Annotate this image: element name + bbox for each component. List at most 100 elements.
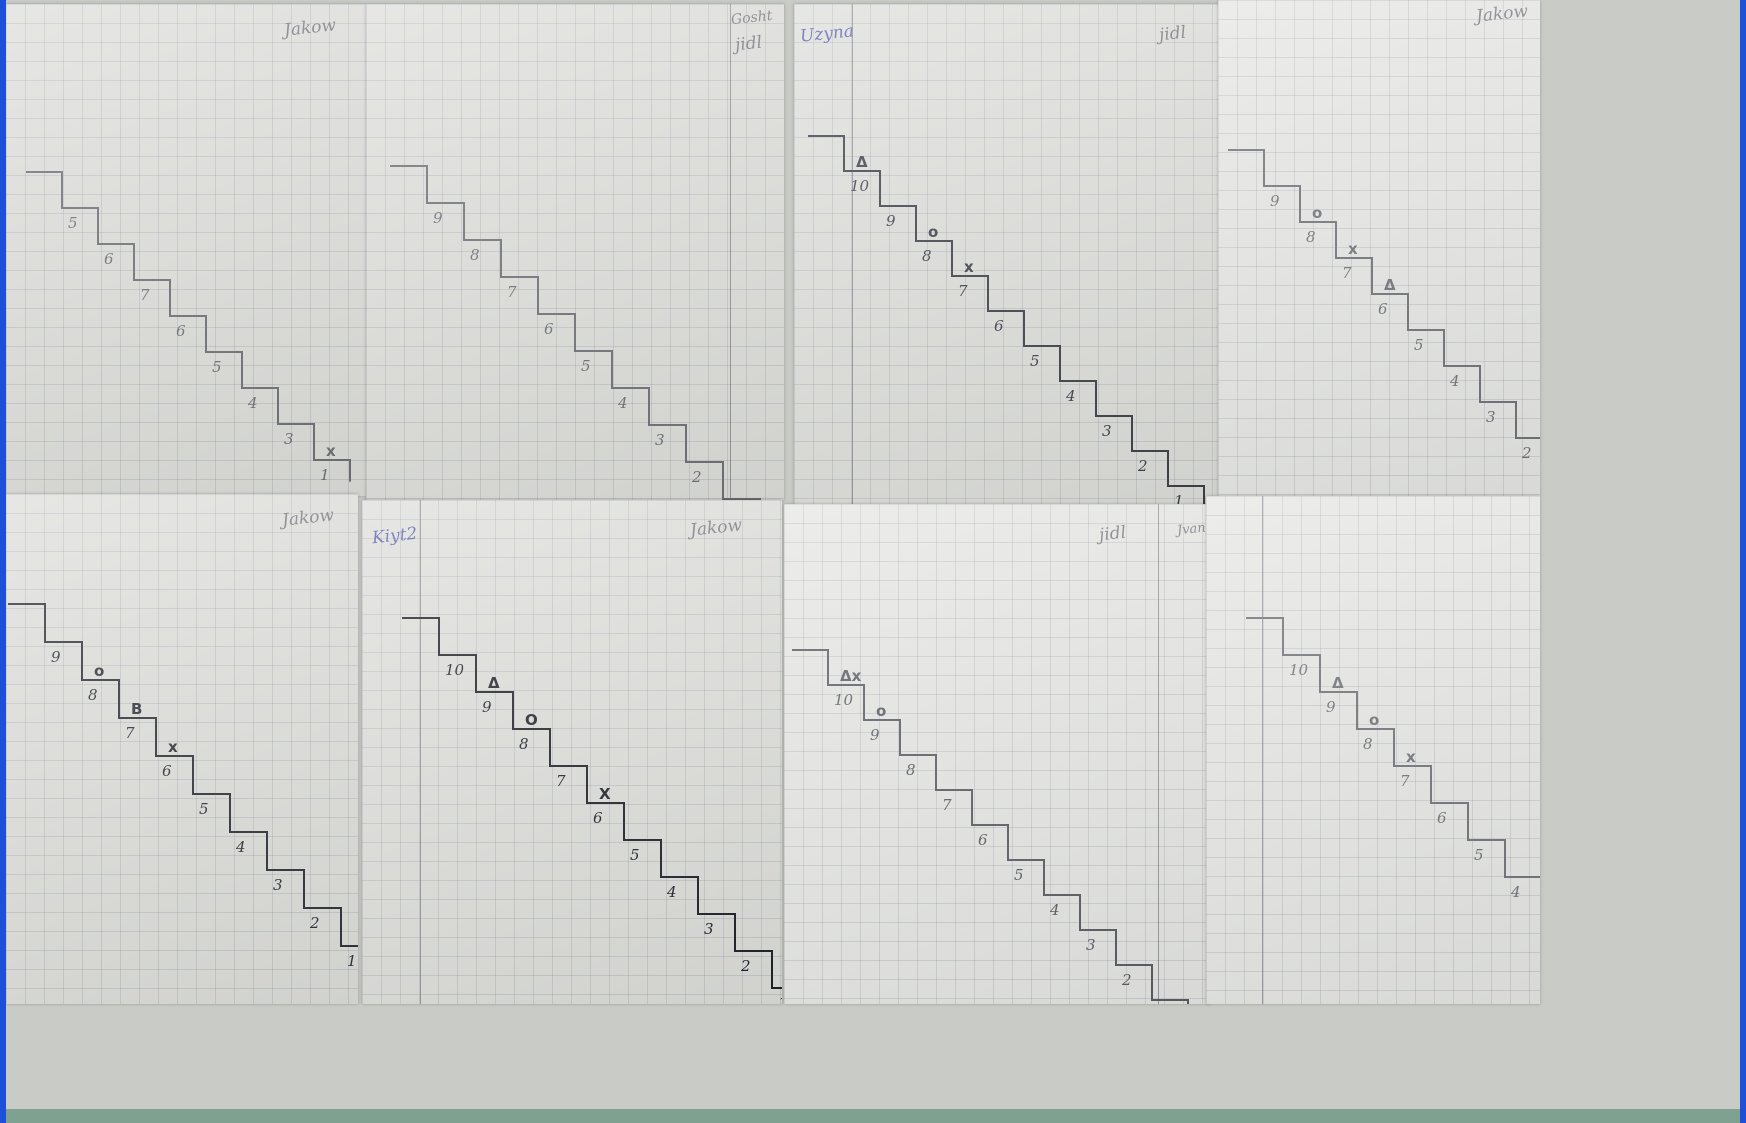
step-number: 8 [922, 247, 932, 265]
staircase-sheet-6: Kiyt2 Jakow 10987654321ΔOX [362, 500, 782, 1004]
step-number: 10 [850, 177, 870, 195]
step-number: 6 [593, 809, 603, 827]
step-number: 5 [1014, 866, 1024, 884]
step-number: 9 [433, 209, 443, 227]
staircase-drawing: 9 8 7 6 5 4 3 2 1 oBx [6, 494, 358, 1004]
step-number: 7 [140, 286, 150, 304]
staircase-drawing: 109876543Δox [1206, 496, 1540, 1004]
step-number: 6 [104, 250, 114, 268]
step-number: 3 [284, 430, 294, 448]
step-number: 9 [482, 698, 492, 716]
step-number: 4 [247, 394, 258, 412]
step-number: 3 [1102, 422, 1112, 440]
staircase-sheet-7: jidl Jvan 10987654321Δxo [784, 504, 1210, 1004]
step-number: 2 [1521, 444, 1532, 462]
step-number: 1 [347, 952, 357, 970]
step-number: 8 [470, 246, 480, 264]
step-number: 7 [1400, 772, 1410, 790]
step-number: 2 [691, 468, 702, 486]
staircase-drawing: 10 9 8 7 6 5 4 3 2 1 Δ O X [362, 500, 782, 1004]
step-number: 10 [445, 661, 465, 679]
step-number: 2 [740, 957, 751, 975]
step-number: 9 [886, 212, 896, 230]
step-symbol: Δ [1332, 674, 1344, 692]
table-edge [6, 1109, 1740, 1123]
step-number: 9 [870, 726, 880, 744]
staircase-drawing: 10 9 8 7 6 5 4 3 2 1 Δo x [794, 4, 1222, 504]
step-symbol: Δ [1384, 276, 1396, 294]
step-symbol: B [131, 700, 142, 718]
step-number: 10 [1289, 661, 1309, 679]
step-number: 9 [1270, 192, 1280, 210]
step-symbol: o [1369, 711, 1379, 729]
staircase-drawing: 987654321oxΔ [1218, 0, 1540, 496]
step-symbol: x [964, 258, 974, 276]
step-number: 9 [51, 648, 61, 666]
staircase-drawing: 10987654321Δxo [784, 504, 1210, 1004]
step-number: 2 [309, 914, 320, 932]
step-number: 7 [942, 796, 952, 814]
step-number: 7 [507, 283, 517, 301]
step-number: 4 [617, 394, 628, 412]
staircase-sheet-4: Jakow 987654321oxΔ [1218, 0, 1540, 496]
step-number: 1 [1174, 492, 1184, 504]
step-symbol: Δ [856, 153, 868, 171]
staircase-sheet-8: 109876543Δox [1206, 496, 1540, 1004]
step-symbol: o [94, 662, 104, 680]
step-symbol: Δx [840, 667, 862, 685]
step-number: 5 [199, 800, 209, 818]
step-number: 6 [994, 317, 1004, 335]
step-number: 6 [1437, 809, 1447, 827]
step-number: 5 [581, 357, 591, 375]
step-number: 8 [88, 686, 98, 704]
step-number: 5 [212, 358, 222, 376]
step-number: 5 [1030, 352, 1040, 370]
step-number: 5 [630, 846, 640, 864]
step-number: 3 [655, 431, 665, 449]
step-number: 4 [1449, 372, 1460, 390]
step-symbol: x [168, 738, 178, 756]
step-number: 4 [1049, 901, 1060, 919]
step-number: 9 [1326, 698, 1336, 716]
step-number: 7 [958, 282, 968, 300]
step-number: 3 [704, 920, 714, 938]
staircase-drawing: 5 6 7 6 5 4 3 1 x [6, 4, 366, 496]
step-number: 3 [273, 876, 283, 894]
step-number: 3 [1086, 936, 1096, 954]
step-number: 5 [68, 214, 78, 232]
step-symbol: x [1406, 748, 1416, 766]
step-number: 8 [1363, 735, 1373, 753]
step-number: 7 [556, 772, 566, 790]
step-number: 2 [1121, 971, 1132, 989]
step-symbol: X [599, 785, 611, 803]
step-number: 2 [1137, 457, 1148, 475]
step-number: 6 [978, 831, 988, 849]
step-number: 10 [834, 691, 854, 709]
staircase-line [390, 166, 760, 500]
step-number: 4 [235, 838, 246, 856]
step-number: 8 [906, 761, 916, 779]
step-number: 4 [1065, 387, 1076, 405]
step-symbol: o [1312, 204, 1322, 222]
step-number: 1 [320, 466, 330, 484]
step-number: 4 [666, 883, 677, 901]
step-symbol: Δ [488, 674, 500, 692]
step-number: 6 [162, 762, 172, 780]
step-number: 3 [1486, 408, 1496, 426]
step-number: 8 [519, 735, 529, 753]
step-number: 6 [1378, 300, 1388, 318]
step-number: 5 [1414, 336, 1424, 354]
step-number: 7 [125, 724, 135, 742]
step-symbol: O [525, 711, 538, 729]
step-symbol: o [928, 223, 938, 241]
step-symbol: x [326, 442, 336, 460]
step-number: 4 [1510, 883, 1521, 901]
step-number: 1 [778, 994, 782, 1004]
step-number: 6 [176, 322, 186, 340]
